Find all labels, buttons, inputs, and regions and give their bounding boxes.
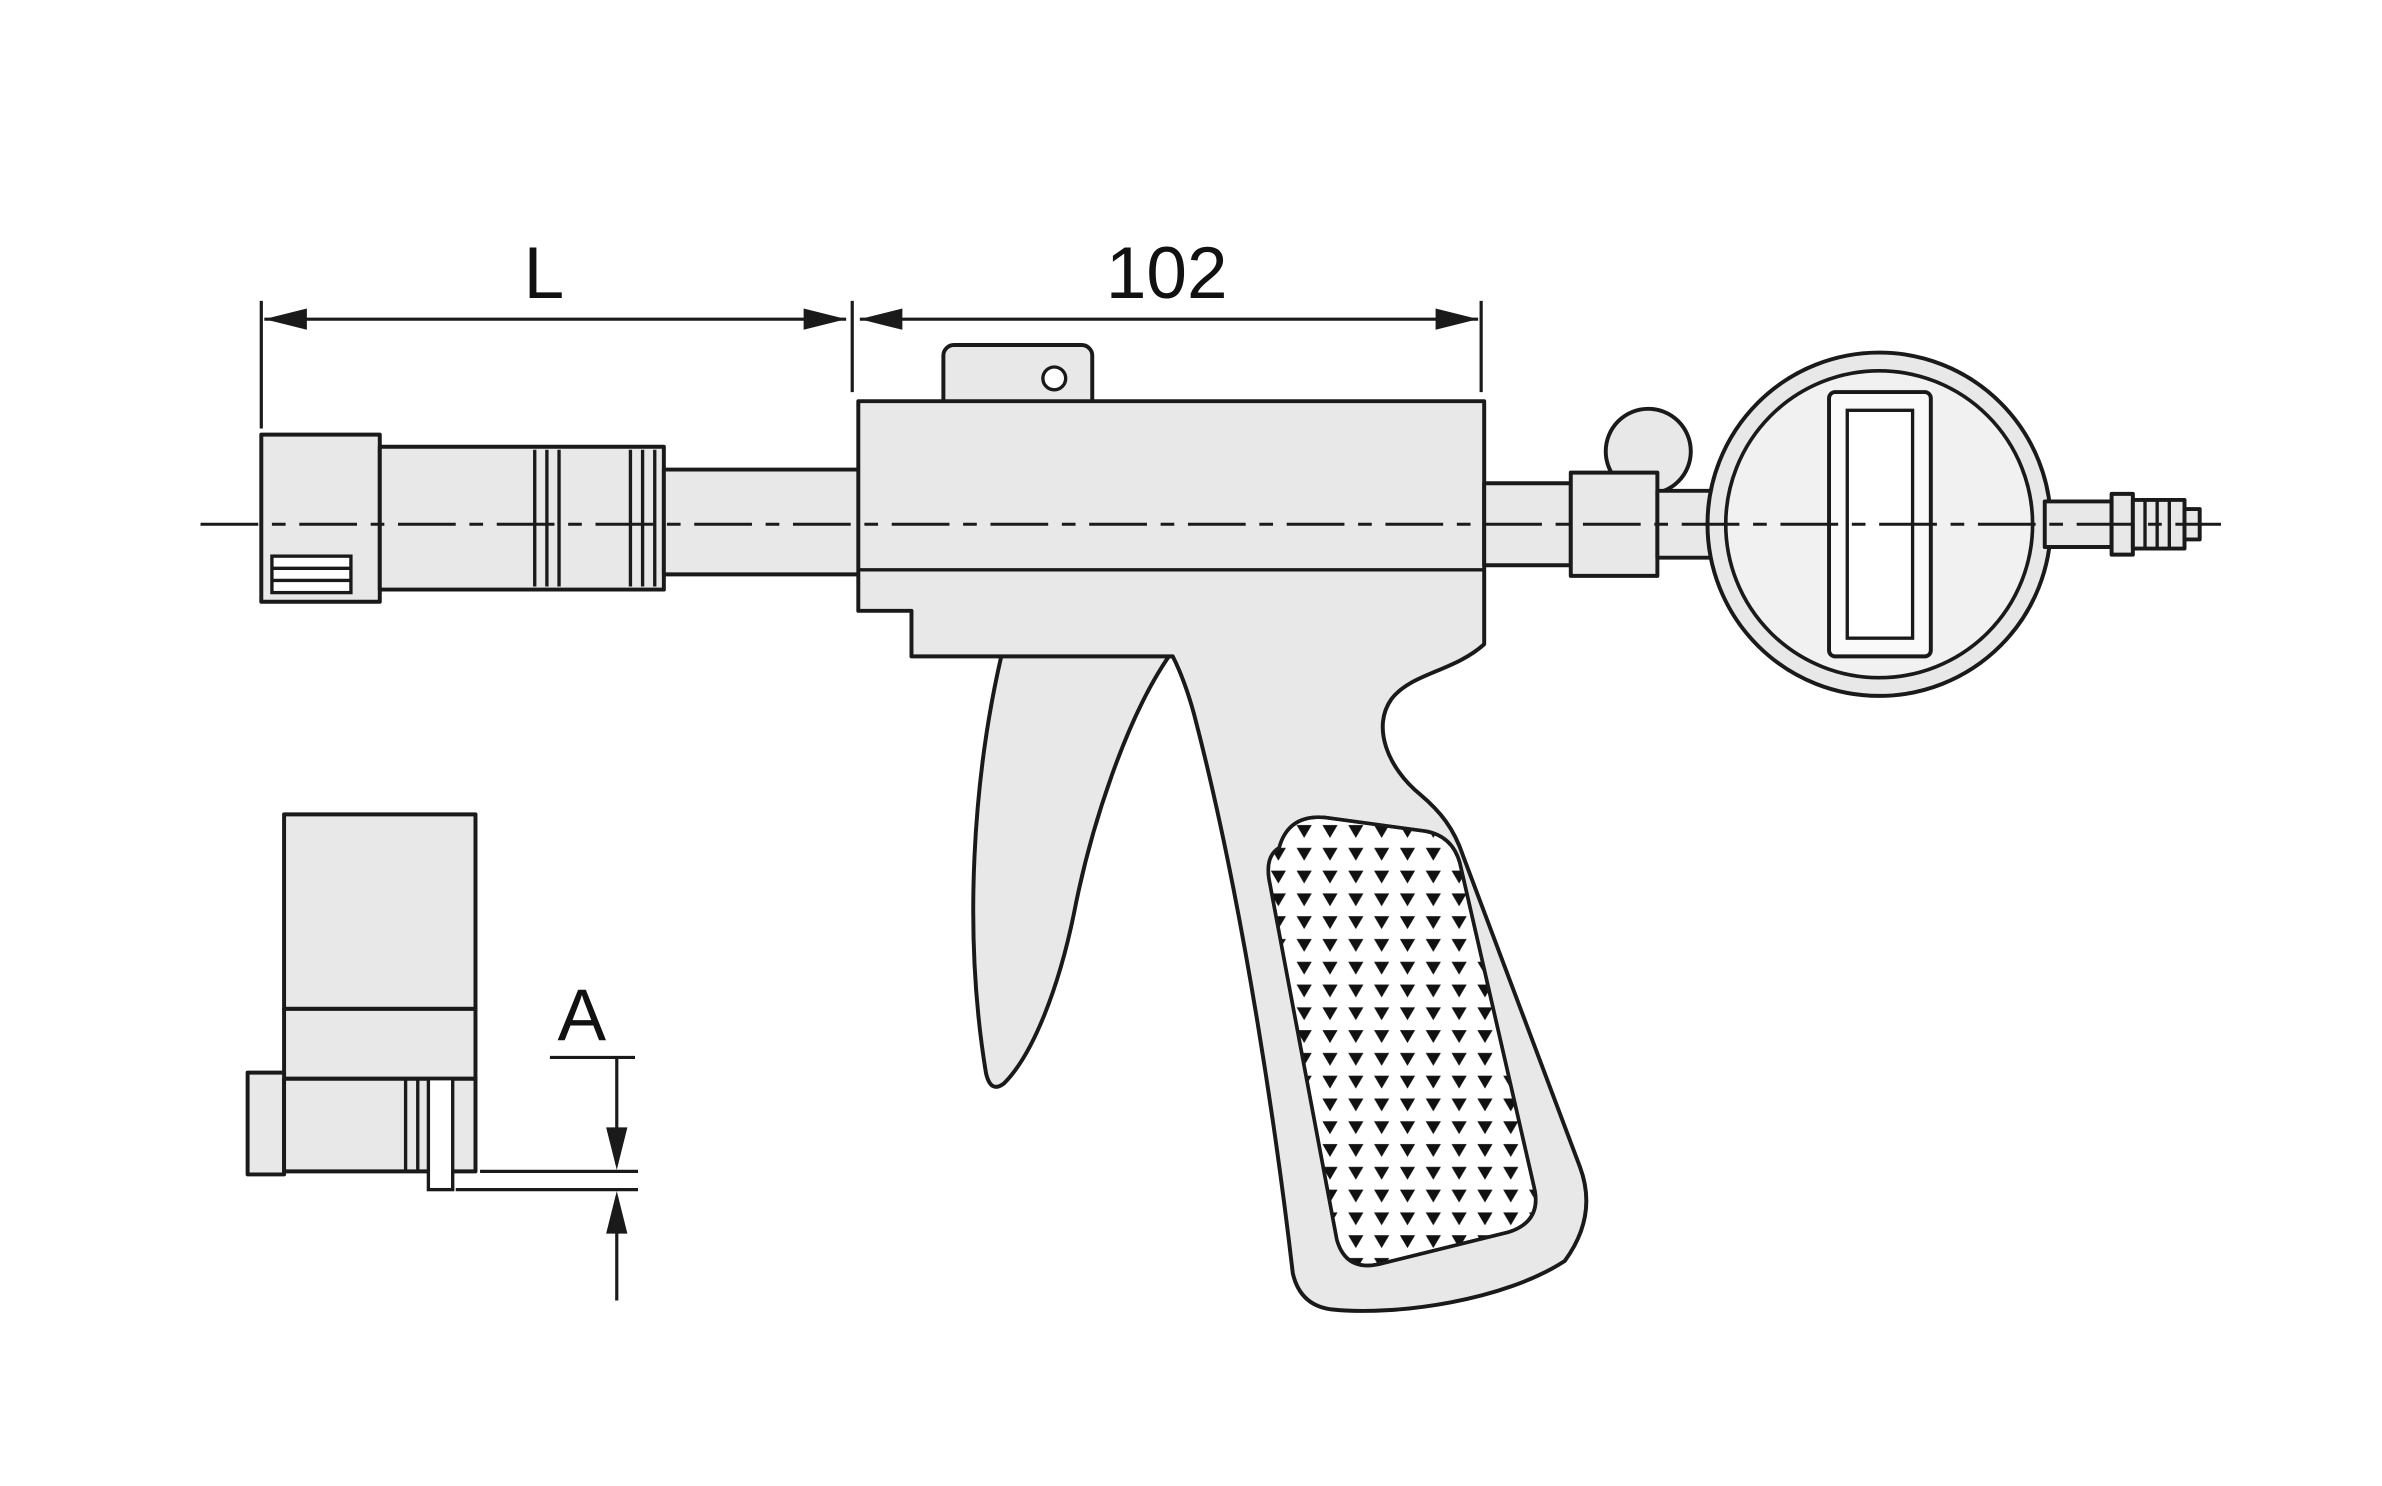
extension-tube: [377, 444, 864, 592]
arrowhead-right: [803, 308, 847, 330]
grip-texture-panel: [1266, 815, 1538, 1268]
grip-panel-texture: [1266, 815, 1538, 1268]
detail-view: [245, 812, 478, 1192]
probe-head: [259, 432, 382, 604]
arrowhead-right: [1435, 308, 1479, 330]
dimension-L: L: [259, 233, 854, 429]
probe-head-slots: [270, 554, 353, 595]
clamp-screw-hole: [1041, 365, 1068, 392]
arrowhead-down: [606, 1127, 628, 1170]
dimension-A: A: [455, 976, 639, 1301]
dimension-102-label: 102: [1106, 233, 1228, 314]
detail-side-tab: [245, 1070, 287, 1177]
detail-column-middle: [282, 1006, 478, 1081]
dimension-L-label: L: [524, 233, 565, 314]
tube-narrow-section: [661, 467, 864, 577]
detail-column-upper: [282, 812, 478, 1011]
arrowhead-left: [264, 308, 307, 330]
instrument: [200, 343, 2221, 1313]
tube-wide-section: [377, 444, 666, 592]
arrowhead-left: [859, 308, 903, 330]
dimension-102: 102: [859, 233, 1483, 393]
clamp-tab: [941, 343, 1095, 414]
dimension-A-label: A: [558, 976, 607, 1057]
trigger: [971, 642, 1177, 1089]
detail-measuring-pin: [426, 1077, 455, 1192]
